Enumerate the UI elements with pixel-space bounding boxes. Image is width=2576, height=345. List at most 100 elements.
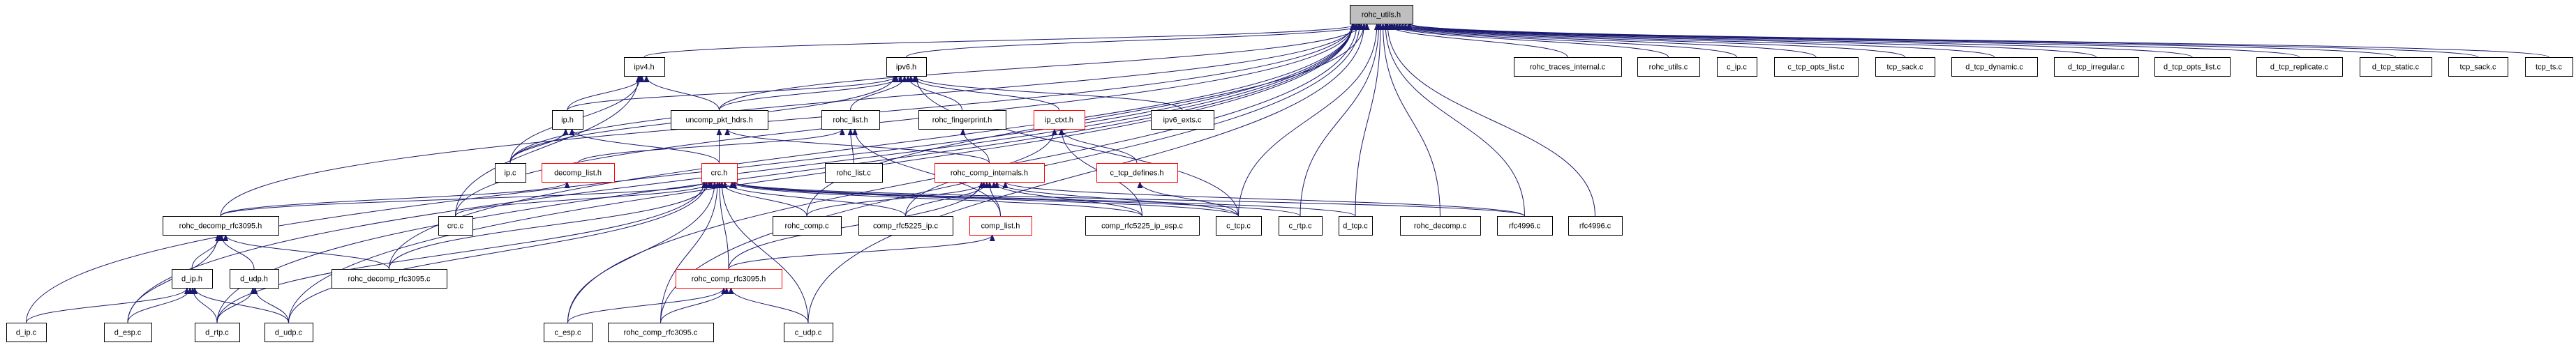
node-box (825, 163, 883, 183)
node-rohc-list-c[interactable]: rohc_list.c (825, 163, 883, 183)
node-d-tcp-opts-list-c[interactable]: d_tcp_opts_list.c (2154, 57, 2231, 77)
edge-d_udp_c-to-d_ip_h (192, 287, 289, 323)
node-label: ipv4.h (634, 63, 654, 72)
node-label: rohc_list.h (833, 116, 868, 125)
edge-crc_c-to-crc_h (455, 181, 715, 217)
node-d-tcp-static-c[interactable]: d_tcp_static.c (2360, 57, 2432, 77)
edge-c_udp_c-to-crc_h (719, 181, 809, 323)
node-rohc-comp-c[interactable]: rohc_comp.c (773, 216, 842, 236)
node-ipv6-exts-c[interactable]: ipv6_exts.c (1151, 110, 1214, 130)
edge-rfc4996_c_1-to-crc_h (731, 181, 1525, 217)
node-c-esp-c[interactable]: c_esp.c (544, 323, 593, 342)
node-d-tcp-irregular-c[interactable]: d_tcp_irregular.c (2054, 57, 2139, 77)
edge-c_udp_c-to-rohc_comp_rfc3095_h (728, 287, 809, 323)
node-c-udp-c[interactable]: c_udp.c (784, 323, 833, 342)
edge-rohc_comp_internals_h-to-uncomp_pkt_hdrs_h (724, 128, 990, 164)
node-ipv6-h[interactable]: ipv6.h (886, 57, 927, 77)
node-rohc-decomp-rfc3095-c[interactable]: rohc_decomp_rfc3095.c (332, 269, 447, 289)
node-rohc-list-h[interactable]: rohc_list.h (821, 110, 880, 130)
edge-d_rtp_c-to-crc_h (216, 181, 707, 323)
node-label: ipv6_exts.c (1163, 116, 1202, 125)
node-crc-c[interactable]: crc.c (438, 216, 473, 236)
node-tcp-sack-c-1[interactable]: tcp_sack.c (1875, 57, 1935, 77)
edge-d_esp_c-to-rohc_utils_h (127, 23, 1355, 323)
node-box (784, 323, 833, 342)
node-decomp-list-h[interactable]: decomp_list.h (542, 163, 615, 183)
node-label: uncomp_pkt_hdrs.h (685, 116, 753, 125)
node-tcp-ts-c[interactable]: tcp_ts.c (2525, 57, 2573, 77)
node-rohc-utils-c[interactable]: rohc_utils.c (1637, 57, 1700, 77)
node-c-tcp-opts-list-c[interactable]: c_tcp_opts_list.c (1774, 57, 1859, 77)
node-label: d_tcp_dynamic.c (1965, 63, 2023, 72)
edge-layer (26, 23, 2549, 323)
edge-d_udp_c-to-rohc_utils_h (288, 23, 1355, 323)
node-d-udp-c[interactable]: d_udp.c (265, 323, 313, 342)
node-label: rohc_fingerprint.h (932, 116, 992, 125)
node-rohc-fingerprint-h[interactable]: rohc_fingerprint.h (918, 110, 1006, 130)
node-label: crc.c (447, 222, 464, 231)
node-label: c_tcp_defines.h (1110, 169, 1163, 178)
node-comp-rfc5225-ip-esp-c[interactable]: comp_rfc5225_ip_esp.c (1085, 216, 1200, 236)
edge-d_tcp_c-to-crc_h (731, 181, 1356, 217)
node-box (2448, 57, 2508, 77)
edge-c_rtp_c-to-rohc_utils_h (1300, 23, 1382, 217)
node-d-esp-c[interactable]: d_esp.c (104, 323, 152, 342)
edge-d_udp_c-to-crc_h (288, 181, 709, 323)
node-rohc-decomp-rfc3095-h[interactable]: rohc_decomp_rfc3095.h (163, 216, 279, 236)
node-label: rohc_comp.c (785, 222, 829, 231)
node-box (1096, 163, 1178, 183)
node-rohc-decomp-c[interactable]: rohc_decomp.c (1400, 216, 1481, 236)
edge-d_tcp_replicate_c-to-rohc_utils_h (1406, 23, 2300, 58)
node-uncomp-pkt-hdrs-h[interactable]: uncomp_pkt_hdrs.h (671, 110, 768, 130)
node-d-ip-h[interactable]: d_ip.h (172, 269, 213, 289)
node-label: c_rtp.c (1288, 222, 1312, 231)
edge-crc_c-to-ipv4_h (455, 75, 641, 217)
node-tcp-sack-c-2[interactable]: tcp_sack.c (2448, 57, 2508, 77)
node-d-rtp-c[interactable]: d_rtp.c (195, 323, 240, 342)
node-ipv4-h[interactable]: ipv4.h (624, 57, 665, 77)
edge-rfc4996_c_1-to-rohc_comp_internals_h (1002, 181, 1525, 217)
node-crc-h[interactable]: crc.h (701, 163, 738, 183)
edge-decomp_list_h-to-rohc_list_h (577, 128, 845, 164)
node-d-tcp-replicate-c[interactable]: d_tcp_replicate.c (2256, 57, 2343, 77)
node-label: rohc_utils.c (1649, 63, 1688, 72)
node-box (701, 163, 738, 183)
edge-d_ip_c-to-d_ip_h (26, 287, 190, 323)
node-c-tcp-defines-h[interactable]: c_tcp_defines.h (1096, 163, 1178, 183)
node-rfc4996-c-1[interactable]: rfc4996.c (1497, 216, 1553, 236)
node-rohc-comp-rfc3095-h[interactable]: rohc_comp_rfc3095.h (676, 269, 782, 289)
node-comp-rfc5225-ip-c[interactable]: comp_rfc5225_ip.c (858, 216, 953, 236)
edge-rohc_comp_rfc3095_h-to-crc_h (716, 181, 729, 270)
edge-d_rtp_c-to-d_ip_h (190, 287, 218, 323)
node-c-ip-c[interactable]: c_ip.c (1717, 57, 1757, 77)
node-rohc-comp-internals-h[interactable]: rohc_comp_internals.h (935, 163, 1045, 183)
node-ip-ctxt-h[interactable]: ip_ctxt.h (1034, 110, 1085, 130)
node-c-rtp-c[interactable]: c_rtp.c (1279, 216, 1323, 236)
edge-tcp_ts_c-to-rohc_utils_h (1407, 23, 2549, 58)
node-label: d_tcp_static.c (2372, 63, 2420, 72)
edge-tcp_sack_c_1-to-rohc_utils_h (1394, 23, 1905, 58)
node-comp-list-h[interactable]: comp_list.h (969, 216, 1032, 236)
node-box (2256, 57, 2343, 77)
edge-uncomp_pkt_hdrs_h-to-ipv6_h (719, 75, 904, 111)
node-label: ip.c (504, 169, 516, 178)
node-ip-c[interactable]: ip.c (495, 163, 526, 183)
node-c-tcp-c[interactable]: c_tcp.c (1216, 216, 1262, 236)
node-ip-h[interactable]: ip.h (552, 110, 583, 130)
node-box (918, 110, 1006, 130)
node-rohc-comp-rfc3095-c[interactable]: rohc_comp_rfc3095.c (608, 323, 714, 342)
node-rohc-traces-internal-c[interactable]: rohc_traces_internal.c (1514, 57, 1622, 77)
node-d-ip-c[interactable]: d_ip.c (6, 323, 47, 342)
node-d-udp-h[interactable]: d_udp.h (230, 269, 279, 289)
node-box (1350, 5, 1413, 24)
node-rohc-utils-h[interactable]: rohc_utils.h (1350, 5, 1413, 24)
node-label: c_ip.c (1727, 63, 1747, 72)
node-d-tcp-dynamic-c[interactable]: d_tcp_dynamic.c (1951, 57, 2038, 77)
edge-uncomp_pkt_hdrs_h-to-ipv4_h (643, 75, 720, 111)
node-d-tcp-c[interactable]: d_tcp.c (1339, 216, 1373, 236)
edge-ipv6_h-to-rohc_utils_h (906, 23, 1370, 58)
node-box (495, 163, 526, 183)
edge-c_esp_c-to-rohc_comp_rfc3095_h (567, 287, 727, 323)
node-box (1774, 57, 1859, 77)
node-rfc4996-c-2[interactable]: rfc4996.c (1568, 216, 1623, 236)
